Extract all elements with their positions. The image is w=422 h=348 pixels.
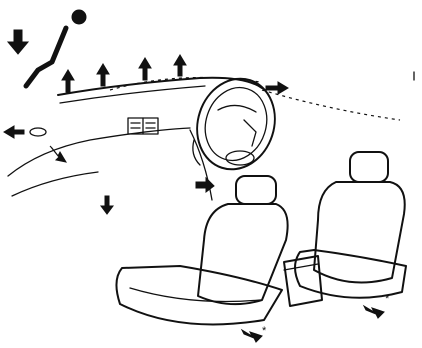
steering-wheel-spoke	[218, 105, 256, 112]
rear-right-asterisk: *	[385, 293, 390, 305]
airflow-arrow-icon	[364, 306, 384, 318]
mode-person-body	[26, 28, 66, 86]
steering-wheel-inner-rim	[196, 80, 276, 169]
side-vent-airflow	[4, 82, 288, 138]
passenger-seat	[295, 152, 406, 298]
mode-person-head	[72, 10, 86, 24]
airflow-arrow-icon	[97, 64, 109, 86]
steering-wheel-hub	[226, 151, 254, 165]
airflow-arrow-icon	[101, 196, 113, 214]
passenger-seat-backrest	[314, 182, 405, 283]
airflow-arrow-icon	[196, 178, 214, 192]
airflow-arrow-icon	[242, 330, 262, 342]
side-vent	[30, 128, 46, 136]
airflow-arrow-icon	[4, 126, 24, 138]
vent-to-floor-mode-icon	[8, 10, 86, 86]
front-seat-headrest	[236, 176, 276, 204]
steering-wheel	[186, 69, 287, 180]
mode-down-arrow	[8, 30, 28, 54]
console-box	[284, 256, 322, 306]
rear-left-asterisk: *	[262, 325, 267, 337]
windshield-base-line	[262, 90, 400, 120]
steering-wheel-rim	[186, 69, 287, 180]
front-seat-cushion	[116, 266, 282, 324]
airflow-arrow-icon	[62, 70, 74, 92]
airflow-arrow-icon	[174, 55, 186, 76]
floor-airflow	[50, 146, 214, 214]
dashboard-front-edge	[60, 86, 205, 103]
front-seat	[116, 176, 287, 324]
passenger-seat-headrest	[350, 152, 388, 182]
airflow-arrow-icon	[139, 58, 151, 80]
front-seat-seam	[130, 288, 260, 302]
center-console	[284, 256, 322, 306]
console-lid	[284, 264, 318, 270]
door-panel-line	[12, 172, 98, 196]
front-seat-backrest	[198, 204, 288, 304]
steering-wheel-spoke	[244, 120, 256, 146]
